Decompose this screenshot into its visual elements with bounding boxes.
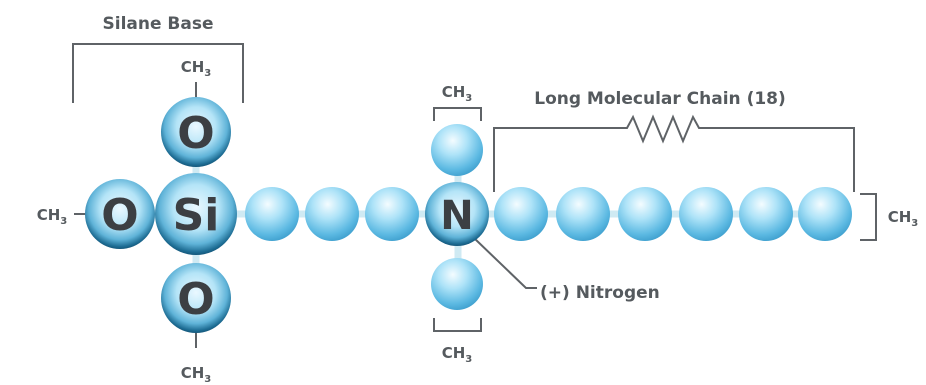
methyl-atom-n-top: [431, 124, 483, 176]
carbon-atom: [556, 187, 610, 241]
oxygen-atom-bottom: O: [161, 263, 231, 333]
svg-text:Si: Si: [173, 190, 220, 241]
oxygen-atom-top: O: [161, 97, 231, 167]
nitrogen-label: (+) Nitrogen: [540, 283, 660, 303]
carbon-atom: [245, 187, 299, 241]
svg-text:O: O: [177, 274, 214, 325]
oxygen-atom-left: O: [85, 179, 155, 249]
nitrogen-atom: N: [425, 182, 489, 246]
ch3-label-n-top: CH3: [442, 83, 473, 104]
carbon-atom: [739, 187, 793, 241]
n-bottom-ch3-bracket: [433, 318, 482, 332]
carbon-atom: [305, 187, 359, 241]
svg-text:O: O: [177, 108, 214, 159]
chain-end-bracket: [860, 193, 877, 241]
carbon-atom: [679, 187, 733, 241]
ch3-label-top: CH3: [181, 58, 212, 79]
silicon-atom: Si: [155, 173, 237, 255]
svg-text:O: O: [101, 190, 138, 241]
silane-base-label: Silane Base: [103, 14, 214, 34]
n-top-ch3-bracket: [433, 107, 482, 121]
long-chain-label: Long Molecular Chain (18): [534, 89, 786, 109]
ch3-label-n-bottom: CH3: [442, 344, 473, 365]
nitrogen-leader-line: [473, 237, 537, 289]
carbon-atom: [798, 187, 852, 241]
silane-base-bracket: [72, 43, 244, 103]
methyl-atom-n-bottom: [431, 258, 483, 310]
carbon-atom: [618, 187, 672, 241]
long-chain-bracket: [493, 114, 855, 192]
carbon-atom: [494, 187, 548, 241]
svg-text:N: N: [440, 193, 473, 239]
carbon-atom: [365, 187, 419, 241]
ch3-label-left: CH3: [37, 206, 68, 227]
ch3-label-bottom: CH3: [181, 364, 212, 385]
chain-atoms: [245, 124, 852, 310]
ch3-label-chain-end: CH3: [888, 208, 919, 229]
